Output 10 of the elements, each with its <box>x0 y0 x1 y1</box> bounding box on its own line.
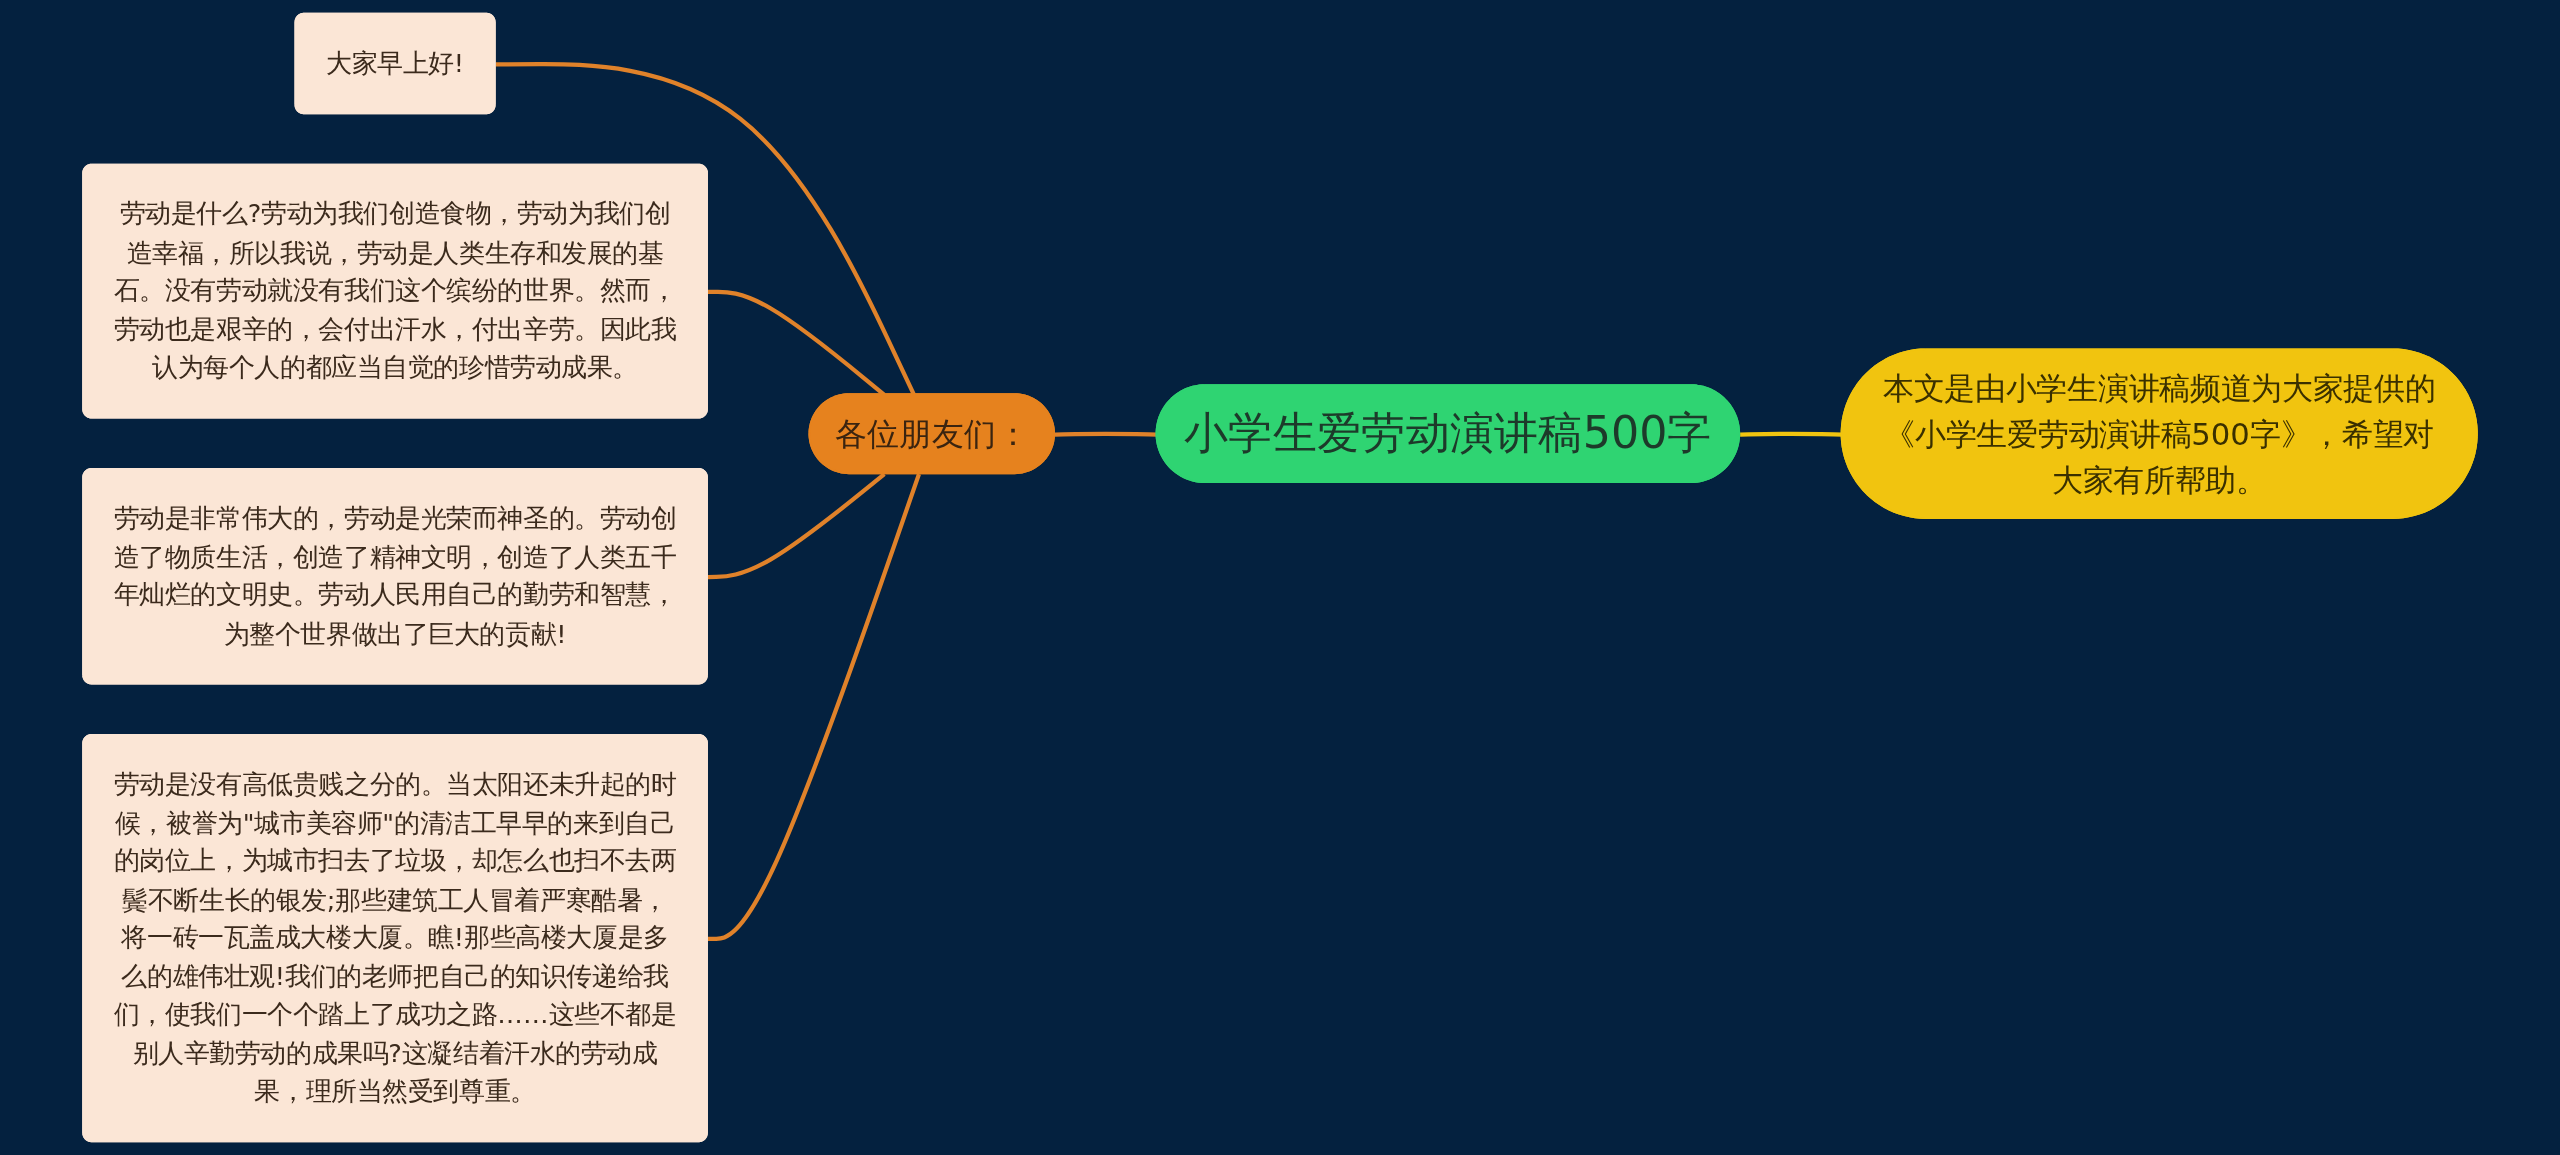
text-card: 劳动是非常伟大的，劳动是光荣而神圣的。劳动创造了物质生活，创造了精神文明，创造了人类五千年灿烂的文明史。劳动人民用自己的勤劳和智慧，为整个世界做出了巨大的贡献! <box>82 467 708 685</box>
text-card: 劳动是没有高低贵贱之分的。当太阳还未升起的时候，被誉为"城市美容师"的清洁工早早的来到自己的岗位上，为城市扫去了垃圾，却怎么也扫不去两鬓不断生长的银发;那些建筑工人冒着严寒酷暑，将一砖一瓦盖成大楼大厦。瞧!那些高楼大厦是多么的雄伟壮观!我们的老师把自己的知识传递给我们，使我们一个个踏上了成功之路……这些不都是别人辛勤劳动的成果吗?这凝结着汗水的劳动成果，理所当然受到尊重。 <box>82 733 708 1143</box>
branch-topic: 各位朋友们： <box>808 393 1055 475</box>
connector-line <box>707 473 921 942</box>
text-card: 劳动是什么?劳动为我们创造食物，劳动为我们创造幸福，所以我说，劳动是人类生存和发展的基石。没有劳动就没有我们这个缤纷的世界。然而，劳动也是艰辛的，会付出汗水，付出辛劳。因此我认为每个人的都应当自觉的珍惜劳动成果。 <box>82 163 708 419</box>
connector-line <box>495 62 916 396</box>
note-pill: 本文是由小学生演讲稿频道为大家提供的《小学生爱劳动演讲稿500字》，希望对大家有所帮助。 <box>1840 348 2478 519</box>
connector-line <box>707 472 886 580</box>
text-card: 大家早上好! <box>294 12 496 115</box>
central-topic: 小学生爱劳动演讲稿500字 <box>1155 384 1741 484</box>
